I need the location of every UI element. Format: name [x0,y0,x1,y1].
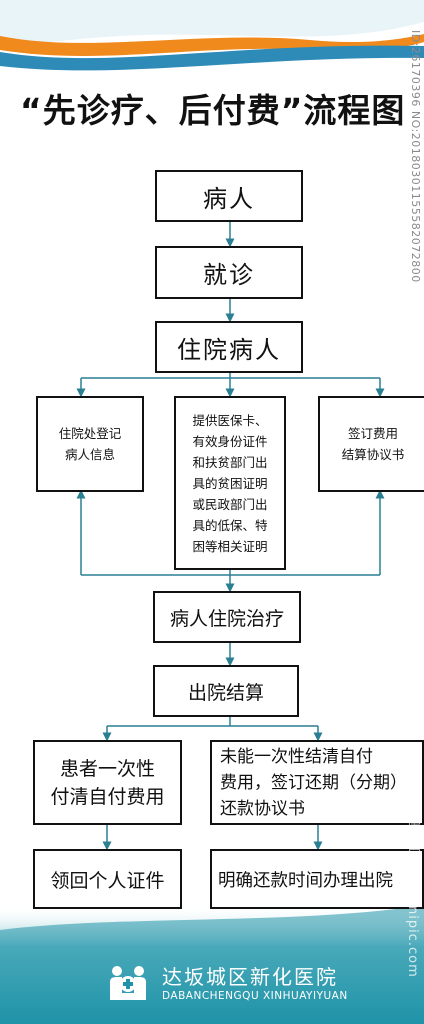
step-consultation: 就诊 [155,246,303,299]
branch-documents-label: 提供医保卡、 有效身份证件 和扶贫部门出 具的贫困证明 或民政部门出 具的低保、… [192,412,268,554]
outcome-installment-label: 未能一次性结清自付 费用，签订还期（分期） 还款协议书 [220,746,407,819]
branch-agreement-label: 签订费用 结算协议书 [341,426,405,462]
final-repayment-discharge: 明确还款时间办理出院 [210,849,424,909]
step-discharge-settlement-label: 出院结算 [187,681,264,704]
flow-connectors [76,222,385,851]
outcome-installment: 未能一次性结清自付 费用，签订还期（分期） 还款协议书 [210,740,424,825]
branch-agreement: 签订费用 结算协议书 [318,396,424,492]
step-inpatient: 住院病人 [155,321,303,373]
hospital-name-pinyin: DABANCHENGQU XINHUAYIYUAN [162,990,348,1002]
watermark-site-text: 昵图网 www.nipic.com [405,820,420,978]
step-consultation-label: 就诊 [203,261,255,289]
step-inpatient-label: 住院病人 [177,335,281,364]
watermark-id-text: ID:26170396 NO:20180301155582072800 [409,30,422,283]
final-repayment-discharge-label: 明确还款时间办理出院 [218,870,393,891]
step-patient-label: 病人 [203,184,255,213]
step-treatment: 病人住院治疗 [153,591,301,643]
final-retrieve-id: 领回个人证件 [33,849,182,909]
step-discharge-settlement: 出院结算 [153,665,299,717]
branch-registration: 住院处登记 病人信息 [36,396,144,492]
hospital-name: 达坂城区新化医院 [162,965,338,989]
branch-registration-label: 住院处登记 病人信息 [58,426,122,462]
page-title: “先诊疗、后付费”流程图 [20,91,406,130]
step-treatment-label: 病人住院治疗 [169,607,284,630]
step-patient: 病人 [155,170,303,222]
outcome-paid-in-full: 患者一次性 付清自付费用 [33,740,182,825]
final-retrieve-id-label: 领回个人证件 [50,869,165,892]
outcome-paid-in-full-label: 患者一次性 付清自付费用 [50,757,165,808]
hospital-family-icon [110,966,146,1000]
top-wave-decoration [0,0,424,71]
branch-documents: 提供医保卡、 有效身份证件 和扶贫部门出 具的贫困证明 或民政部门出 具的低保、… [174,396,286,570]
